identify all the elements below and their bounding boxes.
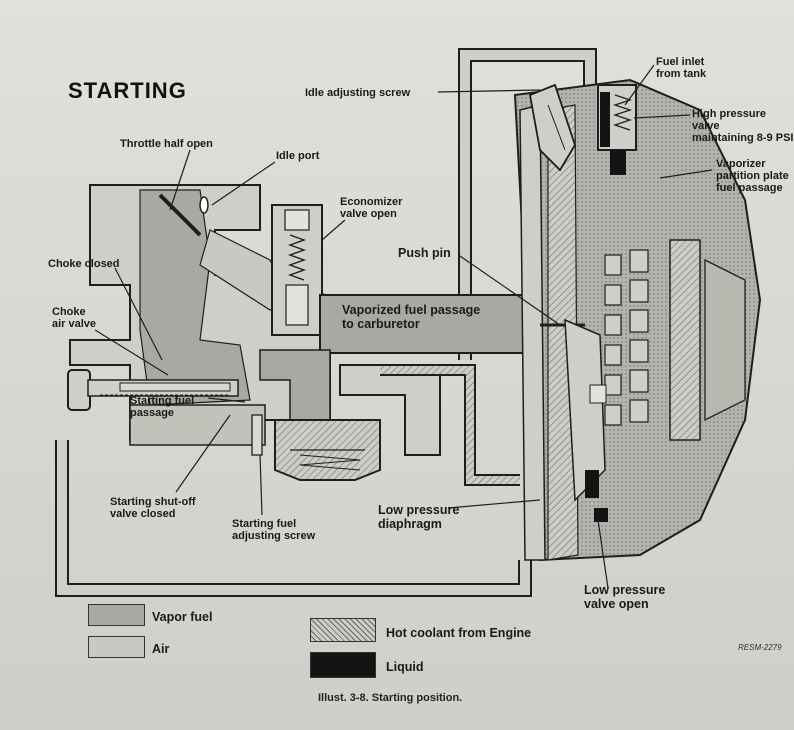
throttle-plate <box>158 193 202 237</box>
label-starting-fuel-adjusting-screw: Starting fuel adjusting screw <box>232 518 316 542</box>
choke-air-valve <box>67 369 91 411</box>
label-fuel-inlet: Fuel inlet from tank <box>656 56 707 80</box>
vaporized-fuel-passage <box>319 294 541 354</box>
legend-label-coolant: Hot coolant from Engine <box>386 626 532 640</box>
label-economizer-valve: Economizer valve open <box>340 196 403 220</box>
legend-swatch-air <box>88 636 145 658</box>
legend-swatch-vapor <box>88 604 145 626</box>
legend-swatch-coolant <box>310 618 376 642</box>
label-starting-fuel-passage: Starting fuel passage <box>130 395 195 419</box>
coolant-coil <box>669 239 701 441</box>
diagram-title: STARTING <box>68 78 187 103</box>
idle-adjusting-screw <box>528 83 576 172</box>
economizer-spring <box>287 234 307 281</box>
idle-port <box>199 196 209 214</box>
starting-fuel-adjusting-screw <box>251 414 263 456</box>
label-push-pin: Push pin <box>398 246 451 260</box>
label-choke-closed: Choke closed <box>48 258 120 270</box>
label-idle-adjusting-screw: Idle adjusting screw <box>305 87 411 99</box>
figure-code: RESM-2279 <box>738 643 782 652</box>
label-idle-port: Idle port <box>276 150 320 162</box>
label-vaporizer-partition: Vaporizer partition plate fuel passage <box>716 158 789 194</box>
legend-label-liquid: Liquid <box>386 660 424 674</box>
label-starting-shutoff-valve: Starting shut-off valve closed <box>110 496 196 520</box>
vaporizer-cells <box>604 249 649 426</box>
figure-caption: Illust. 3-8. Starting position. <box>318 692 463 704</box>
legend-swatch-liquid <box>310 652 376 678</box>
label-low-pressure-valve-open: Low pressure valve open <box>584 583 666 611</box>
label-high-pressure-valve: High pressure valve maintaining 8-9 PSI <box>692 108 794 144</box>
label-low-pressure-diaphragm: Low pressure diaphragm <box>378 503 460 531</box>
label-choke-air-valve: Choke air valve <box>52 306 97 330</box>
low-pressure-valve <box>585 470 599 498</box>
low-pressure-diaphragm <box>519 104 546 561</box>
legend-label-air: Air <box>152 642 170 656</box>
legend-label-vapor: Vapor fuel <box>152 610 213 624</box>
label-throttle-half-open: Throttle half open <box>120 138 213 150</box>
leader-lines <box>94 64 713 589</box>
label-vaporized-fuel-passage: Vaporized fuel passage to carburetor <box>342 303 481 331</box>
